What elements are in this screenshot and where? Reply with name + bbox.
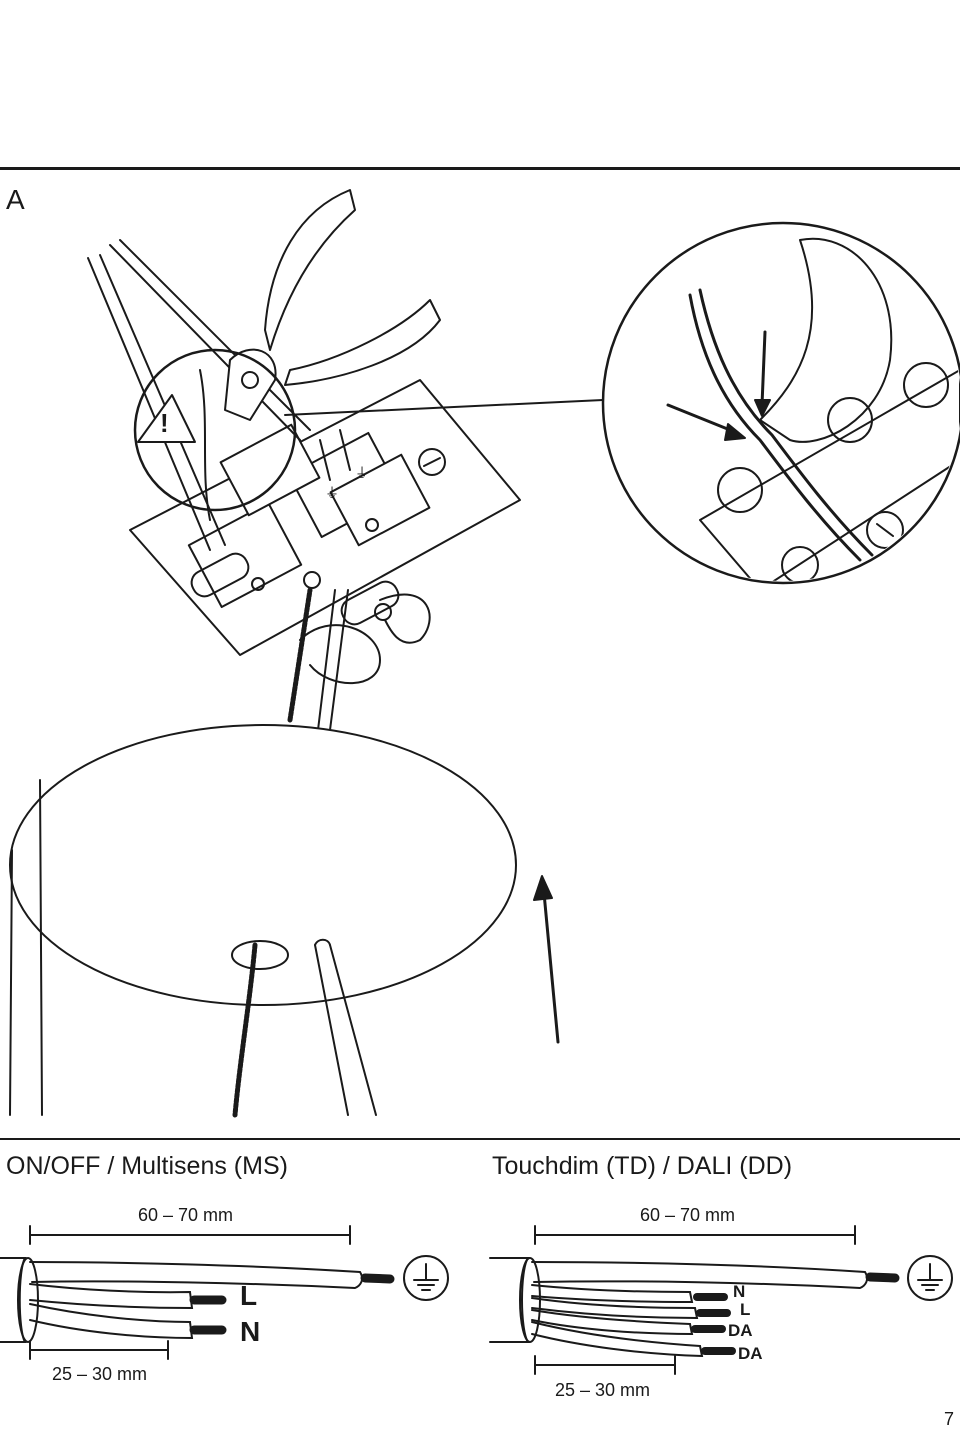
wire-label-n: N [733, 1282, 746, 1301]
top-rule [0, 167, 960, 170]
canopy-hole [231, 940, 289, 970]
strip-length-label: 60 – 70 mm [138, 1205, 234, 1225]
sheath-length-label: 25 – 30 mm [52, 1364, 148, 1384]
wire-label-da: DA [728, 1321, 753, 1340]
terminal-blocks: ⏚ ⏚ [187, 423, 446, 685]
section-title-touchdim: Touchdim (TD) / DALI (DD) [492, 1152, 793, 1180]
wire-label-l: L [240, 1280, 258, 1311]
cable-diagram-touchdim [489, 1225, 953, 1375]
canopy [9, 724, 517, 1006]
wire-label-l: L [740, 1300, 751, 1319]
earth-ground-icon [403, 1255, 449, 1301]
warning-exclamation: ! [160, 408, 169, 438]
section-divider [0, 1138, 960, 1140]
section-letter: A [6, 184, 25, 215]
wire-label-n: N [240, 1316, 261, 1347]
warning-triangle [137, 394, 196, 443]
cable-diagram-onoff [0, 1225, 449, 1360]
incoming-cables [87, 239, 311, 551]
page-number: 7 [943, 1409, 954, 1429]
suspension-cables [287, 587, 349, 731]
detail-source-circle [133, 348, 297, 512]
earth-ground-icon [907, 1255, 953, 1301]
sheath-length-label: 25 – 30 mm [555, 1380, 651, 1400]
svg-text:⏚: ⏚ [325, 486, 339, 502]
zoom-detail [601, 221, 960, 585]
wire-label-da: DA [738, 1344, 763, 1363]
section-title-onoff: ON/OFF / Multisens (MS) [6, 1152, 288, 1180]
svg-text:⏚: ⏚ [355, 466, 369, 482]
strip-length-label: 60 – 70 mm [640, 1205, 736, 1225]
